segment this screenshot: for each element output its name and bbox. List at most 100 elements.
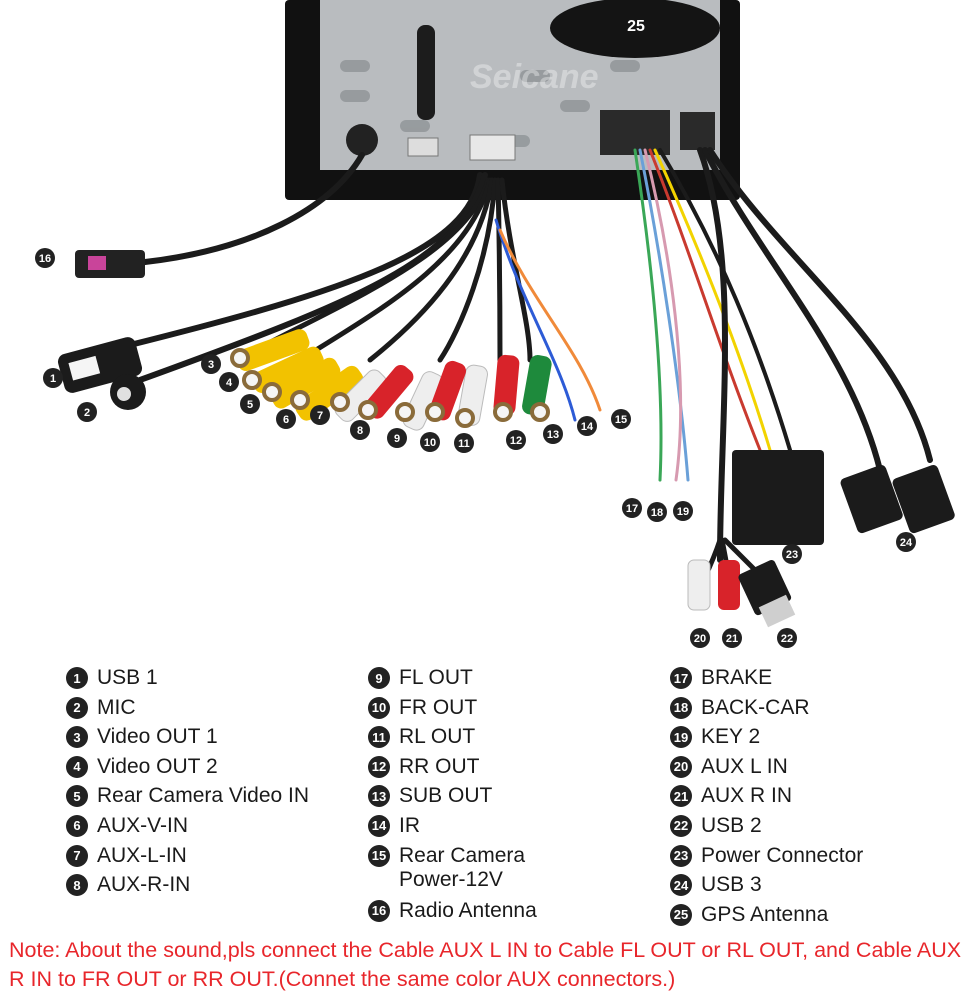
svg-text:1: 1 [50, 373, 56, 385]
legend-number-badge: 10 [368, 696, 390, 719]
svg-text:2: 2 [84, 407, 90, 419]
svg-text:25: 25 [627, 18, 645, 35]
legend-label: MIC [97, 695, 136, 719]
usb-3-plug-b [892, 465, 955, 534]
svg-text:24: 24 [900, 537, 913, 549]
svg-text:17: 17 [626, 503, 638, 515]
legend-number-badge: 19 [670, 726, 692, 749]
legend-label: GPS Antenna [701, 902, 829, 926]
svg-text:18: 18 [651, 507, 663, 519]
legend-label: RR OUT [399, 754, 480, 778]
svg-text:13: 13 [547, 429, 559, 441]
legend-item-18: 18 BACK-CAR [670, 692, 863, 722]
legend-label: Video OUT 2 [97, 754, 218, 778]
legend-label: AUX-V-IN [97, 813, 189, 837]
radio-antenna-connector [75, 250, 145, 278]
legend-item-4: 4 Video OUT 2 [66, 751, 309, 781]
legend-number-badge: 22 [670, 814, 692, 837]
marker-13: 13 [543, 424, 563, 444]
legend-label: Rear Camera Video IN [97, 784, 310, 808]
note-text: Note: About the sound,pls connect the Ca… [9, 938, 962, 991]
legend-number-badge: 7 [66, 844, 88, 867]
legend-number-badge: 24 [670, 874, 692, 897]
marker-14: 14 [577, 416, 597, 436]
wiring-harness-photo: Seicane [35, 0, 955, 648]
svg-text:22: 22 [781, 633, 793, 645]
legend-number-badge: 11 [368, 726, 390, 749]
marker-24: 24 [896, 532, 916, 552]
svg-text:11: 11 [458, 438, 470, 450]
svg-text:14: 14 [581, 421, 594, 433]
svg-text:3: 3 [208, 359, 214, 371]
marker-23: 23 [782, 544, 802, 564]
svg-text:7: 7 [317, 410, 323, 422]
svg-text:16: 16 [39, 253, 51, 265]
legend-number-badge: 16 [368, 899, 390, 922]
usb-3-plug-a [840, 465, 903, 534]
legend-number-badge: 8 [66, 874, 88, 897]
legend-item-12: 12 RR OUT [368, 751, 537, 781]
legend-item-14: 14 IR [368, 810, 537, 840]
power-connector [732, 450, 824, 545]
svg-text:5: 5 [247, 399, 253, 411]
rca-connectors [230, 329, 552, 431]
legend-number-badge: 3 [66, 726, 88, 749]
marker-10: 10 [420, 432, 440, 452]
legend-label: USB 3 [701, 873, 762, 897]
marker-2: 2 [77, 402, 97, 422]
legend-number-badge: 21 [670, 785, 692, 808]
marker-16: 16 [35, 248, 55, 268]
legend-number-badge: 4 [66, 755, 88, 778]
legend-label: Video OUT 1 [97, 725, 218, 749]
legend-number-badge: 14 [368, 814, 390, 837]
legend-label: RL OUT [399, 725, 476, 749]
marker-9: 9 [387, 428, 407, 448]
legend-number-badge: 12 [368, 755, 390, 778]
watermark: Seicane [470, 58, 599, 96]
marker-15: 15 [611, 409, 631, 429]
svg-text:4: 4 [226, 377, 233, 389]
legend-label: AUX-R-IN [97, 873, 191, 897]
legend-label: KEY 2 [701, 725, 761, 749]
legend-number-badge: 25 [670, 903, 692, 926]
marker-1: 1 [43, 368, 63, 388]
svg-text:6: 6 [283, 414, 289, 426]
legend-label: Power Connector [701, 843, 864, 867]
legend-item-3: 3 Video OUT 1 [66, 721, 309, 751]
legend-number-badge: 20 [670, 755, 692, 778]
marker-22: 22 [777, 628, 797, 648]
legend-number-badge: 5 [66, 785, 88, 808]
marker-19: 19 [673, 501, 693, 521]
marker-11: 11 [454, 433, 474, 453]
marker-20: 20 [690, 628, 710, 648]
legend-item-10: 10 FR OUT [368, 692, 537, 722]
svg-text:9: 9 [394, 433, 400, 445]
svg-text:8: 8 [357, 425, 363, 437]
legend-label: BACK-CAR [701, 695, 810, 719]
legend-label: IR [399, 813, 420, 837]
legend-item-5: 5 Rear Camera Video IN [66, 780, 309, 810]
legend-label: FR OUT [399, 695, 478, 719]
legend-number-badge: 18 [670, 696, 692, 719]
legend-item-8: 8 AUX-R-IN [66, 869, 309, 899]
legend-number-badge: 9 [368, 667, 390, 689]
svg-text:10: 10 [424, 437, 436, 449]
svg-text:12: 12 [510, 435, 522, 447]
marker-5: 5 [240, 394, 260, 414]
legend-number-badge: 2 [66, 696, 88, 719]
legend-number-badge: 1 [66, 667, 88, 689]
legend-item-11: 11 RL OUT [368, 721, 537, 751]
legend-item-19: 19 KEY 2 [670, 721, 863, 751]
marker-18: 18 [647, 502, 667, 522]
marker-8: 8 [350, 420, 370, 440]
legend-label: BRAKE [701, 666, 773, 689]
legend-number-badge: 15 [368, 844, 390, 867]
